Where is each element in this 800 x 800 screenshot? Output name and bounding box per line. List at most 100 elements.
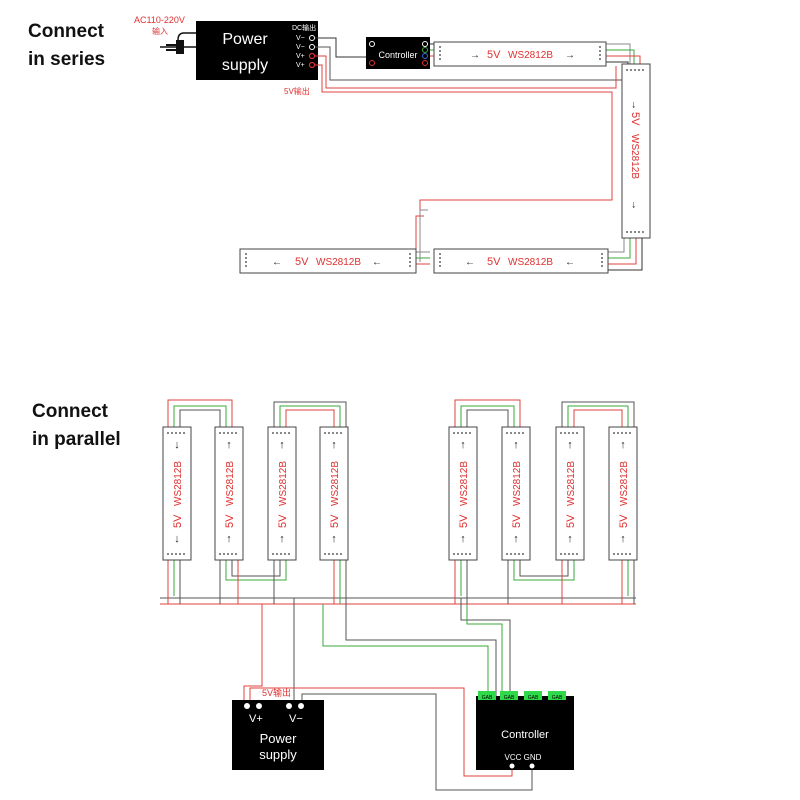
arrow-left-icon: ← bbox=[372, 257, 382, 268]
plug-icon bbox=[160, 32, 196, 54]
parallel-strip-voltage: 5V bbox=[329, 514, 341, 528]
arrow-down-icon: ↓ bbox=[174, 533, 180, 545]
parallel-strip-model: WS2812B bbox=[512, 461, 523, 506]
parallel-controller-label: Controller bbox=[501, 729, 549, 741]
strip-1-model: WS2812B bbox=[508, 50, 553, 61]
arrow-right-icon: → bbox=[565, 50, 575, 61]
arrow-left-icon: ← bbox=[565, 257, 575, 268]
series-strip-4: ← 5V WS2812B ← bbox=[239, 248, 417, 274]
parallel-strip-voltage: 5V bbox=[565, 514, 577, 528]
parallel-strips: ↓ ↓ 5V WS2812B ↑ ↑ 5V WS2812B ↑ ↑ 5V WS2812B ↑ ↑ 5V WS2… bbox=[162, 426, 638, 561]
terminal-label-1: V− bbox=[296, 35, 305, 42]
series-section: AC110-220V 输入 Power supply DC输出 V− V− V+… bbox=[134, 15, 651, 274]
parallel-5v-out-label: 5V输出 bbox=[262, 687, 291, 698]
arrow-down-icon: → bbox=[629, 100, 640, 110]
strip-2-voltage: 5V bbox=[629, 112, 641, 126]
arrow-up-icon: ↑ bbox=[567, 439, 573, 451]
parallel-bottom-wires bbox=[167, 560, 635, 604]
series-power-supply: Power supply DC输出 V− V− V+ V+ bbox=[196, 21, 318, 80]
controller-port-4: GAB bbox=[552, 695, 563, 701]
series-heading-line2: in series bbox=[28, 49, 106, 70]
vcc-gnd-label: VCC GND bbox=[505, 753, 542, 762]
series-controller-label: Controller bbox=[378, 50, 417, 60]
terminal-plus-label: V+ bbox=[249, 713, 263, 725]
parallel-power-supply: 5V输出 V+ V− Power supply bbox=[232, 687, 324, 770]
arrow-down-icon: → bbox=[629, 200, 640, 210]
arrow-up-icon: ↑ bbox=[279, 533, 285, 545]
arrow-up-icon: ↑ bbox=[226, 439, 232, 451]
parallel-strip-model: WS2812B bbox=[278, 461, 289, 506]
parallel-strip-voltage: 5V bbox=[277, 514, 289, 528]
arrow-right-icon: → bbox=[470, 50, 480, 61]
parallel-strip-voltage: 5V bbox=[511, 514, 523, 528]
parallel-strip-voltage: 5V bbox=[172, 514, 184, 528]
strip-4-voltage: 5V bbox=[295, 256, 309, 268]
parallel-strip-6: ↑ ↑ 5V WS2812B bbox=[501, 426, 531, 561]
series-controller: Controller bbox=[366, 37, 430, 69]
arrow-up-icon: ↑ bbox=[460, 533, 466, 545]
arrow-up-icon: ↑ bbox=[513, 439, 519, 451]
terminal-minus-label: V− bbox=[289, 713, 303, 725]
parallel-top-wires bbox=[167, 399, 635, 427]
series-strip-2: → 5V WS2812B → bbox=[621, 63, 651, 239]
parallel-strip-1: ↓ ↓ 5V WS2812B bbox=[162, 426, 192, 561]
arrow-left-icon: ← bbox=[465, 257, 475, 268]
parallel-strip-7: ↑ ↑ 5V WS2812B bbox=[555, 426, 585, 561]
parallel-strip-model: WS2812B bbox=[619, 461, 630, 506]
terminal-label-4: V+ bbox=[296, 62, 305, 69]
arrow-up-icon: ↑ bbox=[567, 533, 573, 545]
parallel-ps-line1: Power bbox=[260, 731, 298, 746]
controller-port-1: GAB bbox=[482, 695, 493, 701]
strip-1-voltage: 5V bbox=[487, 49, 501, 61]
arrow-up-icon: ↑ bbox=[331, 439, 337, 451]
dc-out-label: DC输出 bbox=[292, 23, 316, 32]
controller-port-2: GAB bbox=[504, 695, 515, 701]
arrow-up-icon: ↑ bbox=[331, 533, 337, 545]
series-heading-line1: Connect bbox=[28, 21, 104, 42]
parallel-strip-2: ↑ ↑ 5V WS2812B bbox=[214, 426, 244, 561]
parallel-strip-voltage: 5V bbox=[224, 514, 236, 528]
series-strip-3: ← 5V WS2812B ← bbox=[433, 248, 609, 274]
parallel-heading-line1: Connect bbox=[32, 401, 108, 422]
arrow-left-icon: ← bbox=[272, 257, 282, 268]
parallel-ps-line2: supply bbox=[259, 747, 297, 762]
arrow-down-icon: ↓ bbox=[174, 439, 180, 451]
parallel-strip-model: WS2812B bbox=[459, 461, 470, 506]
strip-3-model: WS2812B bbox=[508, 257, 553, 268]
parallel-strip-5: ↑ ↑ 5V WS2812B bbox=[448, 426, 478, 561]
strip-3-voltage: 5V bbox=[487, 256, 501, 268]
parallel-heading-line2: in parallel bbox=[32, 429, 121, 450]
terminal-label-3: V+ bbox=[296, 53, 305, 60]
ac-input-label: AC110-220V bbox=[134, 15, 185, 25]
terminal-label-2: V− bbox=[296, 44, 305, 51]
arrow-up-icon: ↑ bbox=[226, 533, 232, 545]
series-5v-out-label: 5V输出 bbox=[284, 86, 310, 96]
strip-4-model: WS2812B bbox=[316, 257, 361, 268]
series-strip-1: → 5V WS2812B → bbox=[433, 41, 607, 67]
parallel-strip-model: WS2812B bbox=[330, 461, 341, 506]
series-ps-line2: supply bbox=[222, 57, 268, 74]
series-heading: Connect in series bbox=[28, 18, 105, 74]
parallel-heading: Connect in parallel bbox=[32, 398, 121, 454]
ac-input-sub: 输入 bbox=[152, 26, 168, 36]
series-ps-line1: Power bbox=[222, 31, 268, 48]
controller-port-3: GAB bbox=[528, 695, 539, 701]
parallel-section: ↓ ↓ 5V WS2812B ↑ ↑ 5V WS2812B ↑ ↑ 5V WS2812B ↑ ↑ 5V WS2… bbox=[160, 399, 638, 791]
parallel-feed-wires bbox=[243, 598, 533, 791]
arrow-up-icon: ↑ bbox=[513, 533, 519, 545]
parallel-strip-model: WS2812B bbox=[566, 461, 577, 506]
arrow-up-icon: ↑ bbox=[279, 439, 285, 451]
series-wires bbox=[315, 37, 643, 271]
parallel-strip-model: WS2812B bbox=[173, 461, 184, 506]
arrow-up-icon: ↑ bbox=[460, 439, 466, 451]
strip-2-model: WS2812B bbox=[629, 134, 640, 179]
parallel-controller: GAB GAB GAB GAB Controller VCC GND bbox=[476, 691, 574, 770]
parallel-strip-model: WS2812B bbox=[225, 461, 236, 506]
parallel-strip-3: ↑ ↑ 5V WS2812B bbox=[267, 426, 297, 561]
parallel-strip-voltage: 5V bbox=[618, 514, 630, 528]
parallel-strip-voltage: 5V bbox=[458, 514, 470, 528]
arrow-up-icon: ↑ bbox=[620, 533, 626, 545]
parallel-strip-4: ↑ ↑ 5V WS2812B bbox=[319, 426, 349, 561]
